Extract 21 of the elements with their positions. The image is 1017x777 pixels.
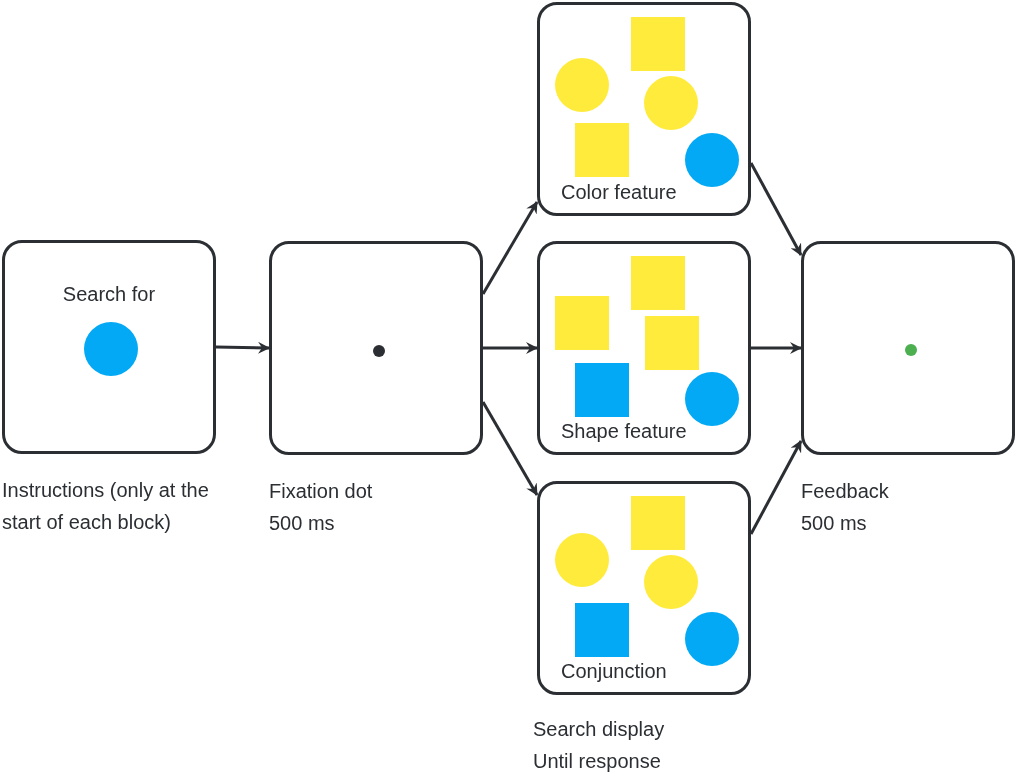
display-panel: [2, 240, 216, 454]
panel-caption: Instructions (only at the start of each block): [2, 478, 210, 535]
arrow: [751, 342, 802, 354]
display-panel: [537, 481, 751, 695]
arrow: [481, 201, 539, 295]
panel-label: Search for: [61, 283, 157, 306]
arrow: [749, 440, 803, 535]
panel-caption: Fixation dot 500 ms: [269, 479, 374, 536]
display-panel: [801, 241, 1015, 455]
arrow: [481, 401, 539, 496]
panel-label: Shape feature: [561, 420, 687, 443]
arrow: [215, 341, 270, 354]
display-panel: [269, 241, 483, 455]
display-panel: [537, 2, 751, 216]
panel-label: Conjunction: [561, 660, 667, 683]
arrow: [749, 162, 803, 256]
panel-label: Color feature: [561, 181, 677, 204]
caption-text: Search display Until response: [533, 717, 666, 774]
display-panel: [537, 241, 751, 455]
arrow: [483, 342, 538, 354]
panel-caption: Feedback 500 ms: [801, 479, 890, 536]
